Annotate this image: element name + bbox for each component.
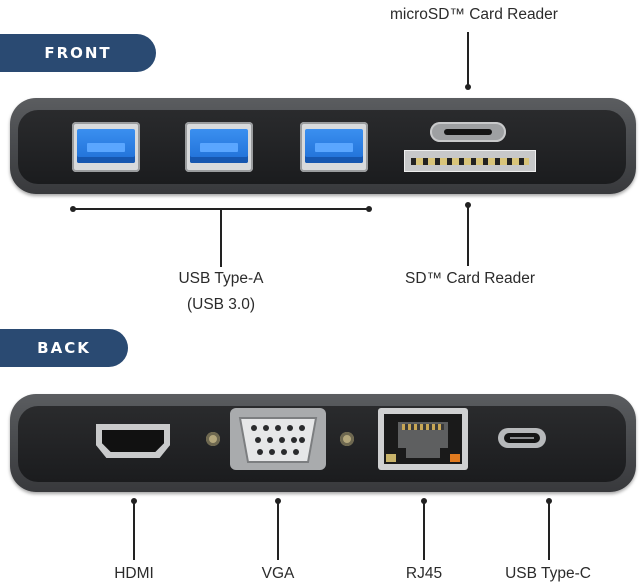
sd-card-reader-label: SD™ Card Reader <box>405 270 536 287</box>
usb-a-callout-line <box>220 209 222 267</box>
usb-c-port-icon <box>498 428 546 448</box>
hub-back-body <box>10 394 636 492</box>
rj45-label: RJ45 <box>405 565 443 582</box>
usb-a-port-2 <box>185 122 253 172</box>
usb-a-bracket-dot-left <box>70 206 76 212</box>
screw-icon <box>340 432 354 446</box>
usb-type-c-label: USB Type-C <box>505 565 591 582</box>
rj45-callout-dot <box>421 498 427 504</box>
screw-icon <box>206 432 220 446</box>
sd-callout-dot <box>465 202 471 208</box>
usb-a-port-1 <box>72 122 140 172</box>
usb-a-port-icon <box>305 129 363 163</box>
rj45-port-icon <box>378 408 468 470</box>
microsd-card-reader-label: microSD™ Card Reader <box>390 6 558 23</box>
sd-slot-icon <box>404 150 536 172</box>
microsd-callout-dot <box>465 84 471 90</box>
usb-a-port-icon <box>77 129 135 163</box>
rj45-callout-line <box>423 502 425 560</box>
front-tag: FRONT <box>0 34 156 72</box>
hdmi-callout-dot <box>131 498 137 504</box>
usb-a-port-3 <box>300 122 368 172</box>
microsd-slot-icon <box>430 122 506 142</box>
microsd-callout-line <box>467 32 469 86</box>
hdmi-label: HDMI <box>114 565 154 582</box>
vga-callout-line <box>277 502 279 560</box>
vga-label: VGA <box>261 565 295 582</box>
vga-callout-dot <box>275 498 281 504</box>
usb-a-port-icon <box>190 129 248 163</box>
sd-callout-line <box>467 206 469 266</box>
usb-c-callout-line <box>548 502 550 560</box>
back-tag: BACK <box>0 329 128 367</box>
usb-type-a-label: USB Type-A <box>178 270 264 287</box>
hub-front-body <box>10 98 636 194</box>
usb-3-label: (USB 3.0) <box>186 296 256 313</box>
usb-c-callout-dot <box>546 498 552 504</box>
hdmi-port-icon <box>96 424 170 458</box>
hdmi-callout-line <box>133 502 135 560</box>
usb-a-bracket-dot-right <box>366 206 372 212</box>
vga-port-icon <box>230 408 326 470</box>
